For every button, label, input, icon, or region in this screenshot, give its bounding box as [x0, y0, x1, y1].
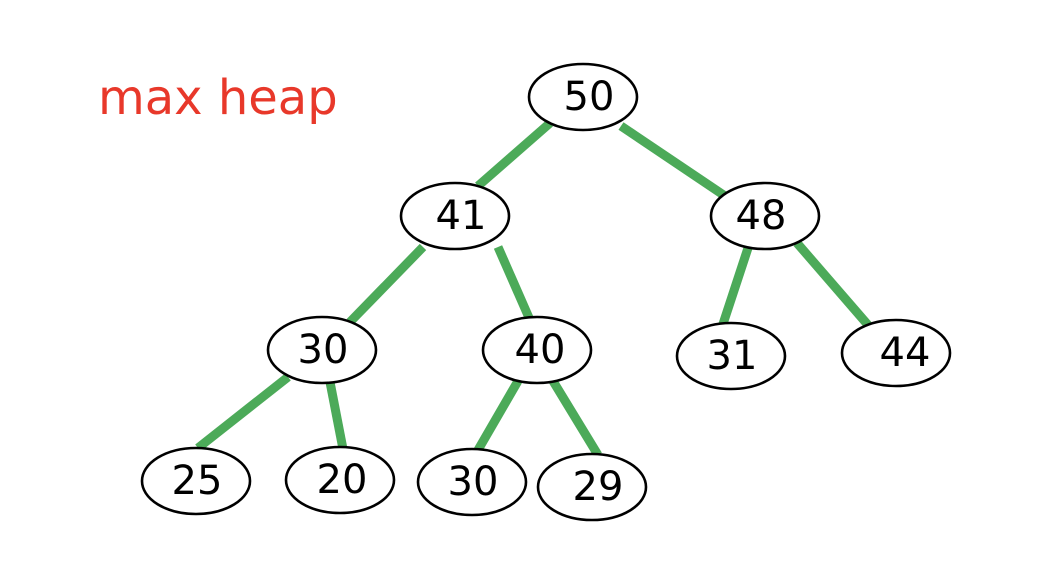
tree-edges	[195, 119, 872, 458]
tree-node-40-n4[interactable]: 40	[481, 315, 593, 385]
node-label: 20	[317, 457, 368, 503]
tree-node-48-n2[interactable]: 48	[709, 181, 821, 251]
tree-node-25-n7[interactable]: 25	[140, 446, 252, 516]
node-label: 44	[880, 330, 931, 376]
node-label: 40	[515, 327, 566, 373]
node-ellipse	[536, 452, 648, 522]
node-ellipse	[481, 315, 593, 385]
tree-node-30-n3[interactable]: 30	[266, 315, 378, 385]
node-ellipse	[399, 181, 511, 251]
node-label: 29	[573, 464, 624, 510]
node-ellipse	[284, 445, 396, 515]
tree-edge-41-30	[346, 243, 427, 326]
node-label: 48	[736, 193, 787, 239]
node-label: 50	[564, 74, 615, 120]
node-ellipse	[675, 321, 787, 391]
node-label: 30	[448, 459, 499, 505]
tree-node-44-n6[interactable]: 44	[840, 318, 952, 388]
node-label: 41	[436, 193, 487, 239]
tree-node-20-n8[interactable]: 20	[284, 445, 396, 515]
tree-edge-50-41	[475, 119, 553, 190]
tree-edge-50-48	[618, 122, 728, 200]
node-ellipse	[709, 181, 821, 251]
node-ellipse	[527, 62, 639, 132]
tree-edge-30-20	[325, 381, 348, 450]
tree-node-50-n0[interactable]: 50	[527, 62, 639, 132]
node-ellipse	[416, 447, 528, 517]
tree-edge-40-30	[474, 378, 522, 453]
node-label: 30	[298, 327, 349, 373]
tree-node-29-n10[interactable]: 29	[536, 452, 648, 522]
tree-edge-41-40	[493, 245, 535, 322]
tree-edge-30-25	[195, 373, 291, 452]
node-ellipse	[140, 446, 252, 516]
tree-node-41-n1[interactable]: 41	[399, 181, 511, 251]
tree-node-30-n9[interactable]: 30	[416, 447, 528, 517]
node-ellipse	[840, 318, 952, 388]
tree-edge-48-44	[793, 240, 872, 328]
tree-edge-48-31	[717, 246, 753, 329]
tree-edge-40-29	[549, 378, 602, 458]
tree-nodes: 50 41 48 30 40 31 44 25 20 30 29	[140, 62, 952, 522]
diagram-caption: max heap	[98, 70, 338, 126]
node-label: 31	[707, 333, 758, 379]
tree-node-31-n5[interactable]: 31	[675, 321, 787, 391]
node-label: 25	[172, 458, 223, 504]
node-ellipse	[266, 315, 378, 385]
